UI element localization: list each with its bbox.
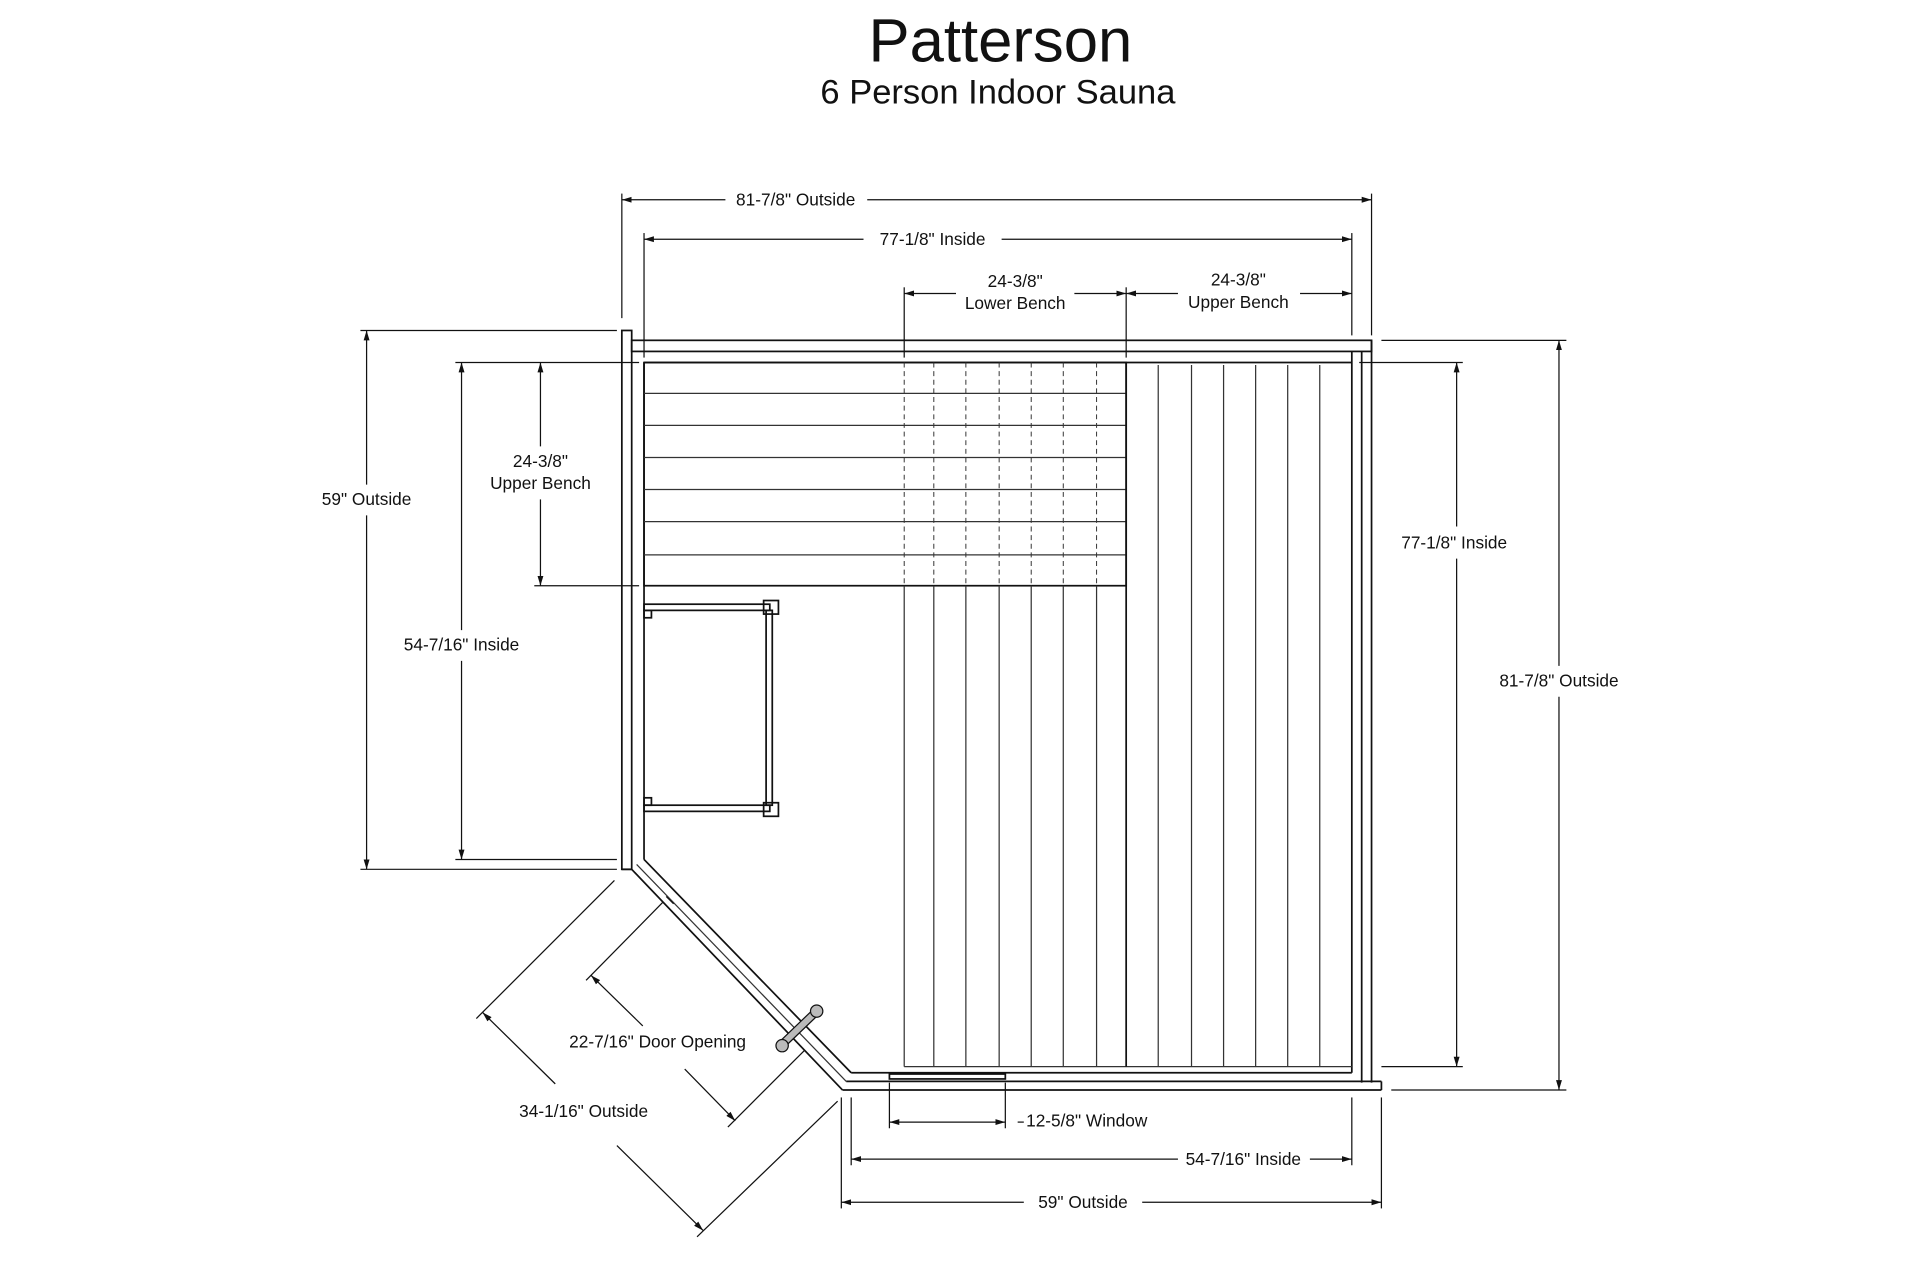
dim-left-inside: 54-7/16" Inside (404, 635, 519, 655)
dim-top-outside: 81-7/8" Outside (736, 190, 855, 210)
dim-diagonal-outside: 34-1/16" Outside (519, 1101, 648, 1121)
dimension-lines (360, 193, 1567, 1238)
dim-upper-bench-top-label: Upper Bench (1188, 292, 1289, 312)
dim-bottom-outside: 59" Outside (1038, 1192, 1128, 1212)
upper-bench-right (1125, 362, 1321, 1067)
heater-guard (643, 599, 780, 818)
dim-bottom-inside: 54-7/16" Inside (1186, 1149, 1301, 1169)
plan-title: Patterson (868, 7, 1132, 76)
dim-door-opening: 22-7/16" Door Opening (569, 1032, 746, 1052)
plan-subtitle: 6 Person Indoor Sauna (820, 74, 1176, 112)
dim-left-outside: 59" Outside (322, 489, 412, 509)
window (888, 1073, 1007, 1080)
lower-bench (903, 362, 1352, 1068)
dim-lower-bench-label: Lower Bench (965, 293, 1066, 313)
dim-window: 12-5/8" Window (1026, 1111, 1148, 1131)
walls (620, 329, 1383, 1091)
upper-bench-left (643, 361, 1128, 587)
dim-upper-bench-left-label: Upper Bench (490, 473, 591, 493)
dim-top-inside: 77-1/8" Inside (880, 229, 986, 249)
dim-upper-bench-top-value: 24-3/8" (1211, 270, 1266, 290)
dimension-labels: 81-7/8" Outside 77-1/8" Inside 24-3/8" L… (322, 190, 1619, 1212)
dim-right-inside: 77-1/8" Inside (1401, 532, 1507, 552)
dim-right-outside: 81-7/8" Outside (1499, 670, 1618, 690)
dim-upper-bench-left-value: 24-3/8" (513, 451, 568, 471)
dim-lower-bench-value: 24-3/8" (988, 271, 1043, 291)
door-handle-icon (775, 1004, 824, 1053)
